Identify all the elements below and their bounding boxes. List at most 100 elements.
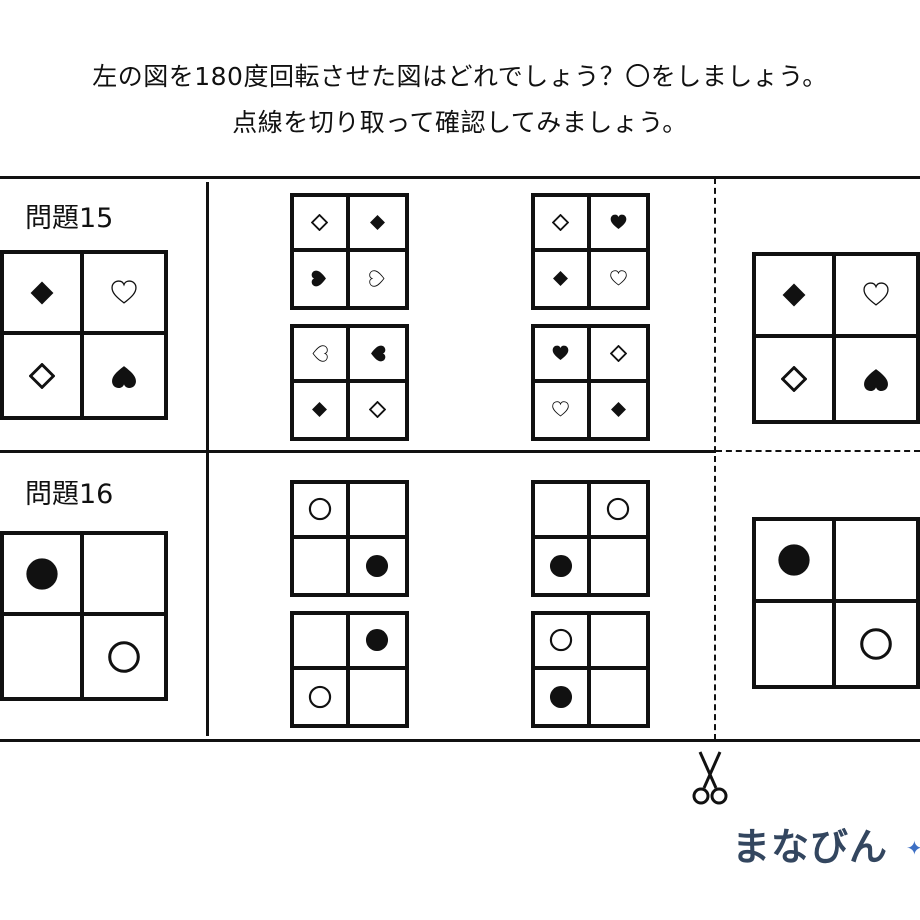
problem-16-option-1[interactable] bbox=[290, 480, 409, 597]
heart-filled-down-icon bbox=[111, 363, 137, 389]
worksheet-bottom-border bbox=[0, 739, 920, 742]
grid-cell bbox=[350, 539, 406, 594]
logo-star-icon: ✦ bbox=[906, 836, 920, 860]
circle-filled-icon bbox=[365, 554, 389, 578]
problem-15-option-1[interactable] bbox=[290, 193, 409, 310]
problem-16-cutout-grid[interactable] bbox=[752, 517, 920, 689]
grid-cell bbox=[349, 484, 405, 539]
grid-cell bbox=[350, 252, 406, 307]
heart-filled-right-icon bbox=[311, 270, 328, 287]
heart-outline-icon bbox=[863, 282, 889, 308]
heart-outline-left-icon bbox=[311, 345, 328, 362]
diamond-filled-icon bbox=[369, 214, 386, 231]
grid-cell bbox=[349, 328, 405, 383]
grid-cell bbox=[294, 328, 350, 383]
grid-cell bbox=[535, 197, 591, 252]
grid-cell bbox=[84, 616, 164, 697]
grid-cell bbox=[4, 535, 84, 616]
diamond-outline-icon bbox=[368, 401, 386, 419]
grid-cell bbox=[294, 538, 350, 593]
problem-15-label: 問題15 bbox=[25, 203, 114, 234]
grid-cell bbox=[4, 335, 84, 416]
grid-cell bbox=[350, 383, 406, 438]
circle-filled-icon bbox=[549, 685, 573, 709]
grid-cell bbox=[535, 615, 591, 670]
grid-cell bbox=[294, 382, 350, 437]
grid-cell bbox=[590, 328, 646, 383]
grid-cell bbox=[4, 254, 84, 335]
problem-16-option-3[interactable] bbox=[290, 611, 409, 728]
grid-cell bbox=[294, 197, 350, 252]
grid-cell bbox=[84, 335, 164, 416]
circle-outline-icon bbox=[308, 685, 332, 709]
grid-cell bbox=[535, 669, 591, 724]
label-column-divider bbox=[206, 182, 209, 736]
diamond-filled-icon bbox=[29, 280, 55, 306]
heart-filled-icon bbox=[610, 214, 627, 231]
diamond-filled-icon bbox=[311, 401, 328, 418]
circle-outline-icon bbox=[107, 640, 141, 674]
problem-15-original-grid bbox=[0, 250, 168, 420]
cut-line-horizontal[interactable] bbox=[716, 450, 920, 452]
grid-cell bbox=[836, 338, 916, 420]
heart-filled-icon bbox=[552, 345, 569, 362]
scissors-icon bbox=[690, 750, 730, 812]
diamond-outline-icon bbox=[29, 362, 55, 389]
problem-16-original-grid bbox=[0, 531, 168, 701]
diamond-outline-icon bbox=[552, 213, 570, 231]
grid-cell bbox=[294, 251, 350, 306]
grid-cell bbox=[535, 538, 591, 593]
grid-cell bbox=[349, 197, 405, 252]
diamond-outline-icon bbox=[609, 344, 627, 362]
circle-filled-icon bbox=[365, 628, 389, 652]
grid-cell bbox=[294, 615, 350, 670]
grid-cell bbox=[590, 484, 646, 539]
diamond-filled-icon bbox=[552, 270, 569, 287]
diamond-outline-icon bbox=[311, 213, 329, 231]
brand-logo: まなびん bbox=[732, 825, 889, 869]
heart-outline-right-icon bbox=[369, 270, 386, 287]
problem-15-option-4[interactable] bbox=[531, 324, 650, 441]
grid-cell bbox=[591, 670, 647, 725]
grid-cell bbox=[756, 603, 836, 685]
grid-cell bbox=[84, 254, 164, 335]
heart-filled-down-icon bbox=[863, 366, 889, 392]
grid-cell bbox=[535, 382, 591, 437]
grid-cell bbox=[590, 197, 646, 252]
instruction-line-2: 点線を切り取って確認してみましょう。 bbox=[232, 108, 688, 137]
circle-outline-icon bbox=[308, 497, 332, 521]
grid-cell bbox=[350, 670, 406, 725]
heart-outline-icon bbox=[552, 401, 569, 418]
grid-cell bbox=[591, 539, 647, 594]
circle-filled-icon bbox=[25, 557, 59, 591]
grid-cell bbox=[535, 484, 591, 539]
heart-filled-left-icon bbox=[369, 345, 386, 362]
problem-16-option-2[interactable] bbox=[531, 480, 650, 597]
grid-cell bbox=[756, 256, 836, 338]
grid-cell bbox=[84, 535, 164, 616]
circle-filled-icon bbox=[777, 543, 811, 577]
diamond-outline-icon bbox=[781, 366, 807, 392]
circle-outline-icon bbox=[859, 627, 893, 661]
problem-15-option-3[interactable] bbox=[290, 324, 409, 441]
grid-cell bbox=[294, 484, 350, 539]
grid-cell bbox=[591, 252, 647, 307]
grid-cell bbox=[4, 616, 84, 697]
instruction-line-1: 左の図を180度回転させた図はどれでしょう？〇をしましょう。 bbox=[92, 62, 828, 91]
heart-outline-icon bbox=[610, 270, 627, 287]
circle-filled-icon bbox=[549, 554, 573, 578]
grid-cell bbox=[294, 669, 350, 724]
problem-16-option-4[interactable] bbox=[531, 611, 650, 728]
grid-cell bbox=[590, 615, 646, 670]
problem-16-label: 問題16 bbox=[25, 479, 114, 510]
row-divider bbox=[0, 450, 716, 453]
grid-cell bbox=[836, 256, 916, 338]
grid-cell bbox=[535, 251, 591, 306]
cut-line-vertical[interactable] bbox=[714, 178, 716, 740]
grid-cell bbox=[349, 615, 405, 670]
problem-15-option-2[interactable] bbox=[531, 193, 650, 310]
worksheet-top-border bbox=[0, 176, 920, 179]
circle-outline-icon bbox=[606, 497, 630, 521]
grid-cell bbox=[756, 338, 836, 420]
problem-15-cutout-grid[interactable] bbox=[752, 252, 920, 424]
